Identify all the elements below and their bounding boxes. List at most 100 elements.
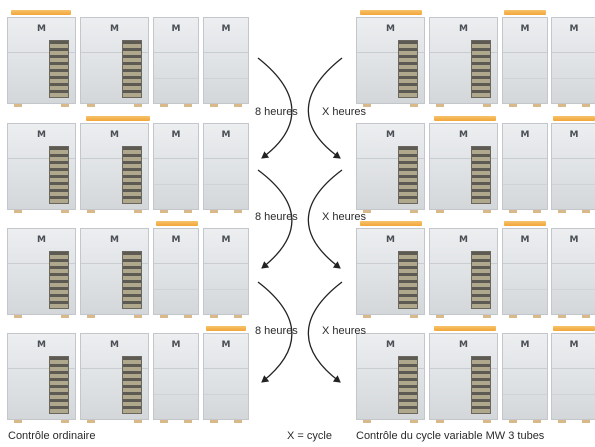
right-arrows: [307, 57, 343, 383]
unit-grille: [122, 40, 142, 98]
brand-logo: M: [520, 235, 530, 245]
brand-logo: M: [37, 130, 46, 140]
brand-logo: M: [171, 340, 181, 350]
brand-logo: M: [569, 130, 579, 140]
active-indicator: [86, 116, 150, 121]
outdoor-unit: M: [203, 17, 249, 107]
brand-logo: M: [520, 130, 530, 140]
right-arrow: [307, 281, 343, 383]
x-note: X = cycle: [287, 430, 332, 442]
unit-grille: [49, 40, 69, 98]
outdoor-unit: M: [502, 17, 548, 107]
outdoor-unit: M: [502, 333, 548, 423]
brand-logo: M: [221, 340, 231, 350]
left-arrow: [257, 169, 293, 269]
brand-logo: M: [569, 24, 579, 34]
outdoor-unit: M: [203, 123, 249, 213]
active-indicator: [504, 10, 546, 15]
outdoor-unit: M: [7, 123, 76, 213]
unit-grille: [398, 251, 418, 309]
outdoor-unit: M: [80, 228, 149, 318]
outdoor-unit: M: [153, 123, 199, 213]
right-arrow: [307, 169, 343, 269]
brand-logo: M: [221, 130, 231, 140]
brand-logo: M: [37, 235, 46, 245]
brand-logo: M: [221, 24, 231, 34]
active-indicator: [360, 10, 422, 15]
active-indicator: [156, 221, 198, 226]
brand-logo: M: [569, 235, 579, 245]
outdoor-unit: M: [356, 123, 425, 213]
unit-grille: [398, 40, 418, 98]
brand-logo: M: [386, 340, 395, 350]
right-step-label: X heures: [322, 325, 367, 337]
brand-logo: M: [37, 340, 46, 350]
left-step-label: 8 heures: [255, 211, 298, 223]
brand-logo: M: [171, 24, 181, 34]
outdoor-unit: M: [80, 123, 149, 213]
outdoor-unit: M: [80, 17, 149, 107]
outdoor-unit: M: [551, 17, 595, 107]
brand-logo: M: [459, 235, 468, 245]
left-step-label: 8 heures: [255, 325, 298, 337]
unit-grille: [471, 146, 491, 204]
outdoor-unit: M: [551, 123, 595, 213]
brand-logo: M: [386, 235, 395, 245]
brand-logo: M: [459, 24, 468, 34]
brand-logo: M: [569, 340, 579, 350]
unit-grille: [122, 356, 142, 414]
active-indicator: [434, 326, 496, 331]
outdoor-unit: M: [551, 228, 595, 318]
unit-grille: [398, 146, 418, 204]
outdoor-unit: M: [429, 228, 498, 318]
brand-logo: M: [171, 235, 181, 245]
brand-logo: M: [37, 24, 46, 34]
outdoor-unit: M: [356, 333, 425, 423]
outdoor-unit: M: [429, 17, 498, 107]
right-caption: Contrôle du cycle variable MW 3 tubes: [356, 430, 545, 442]
active-indicator: [504, 221, 546, 226]
unit-grille: [471, 40, 491, 98]
active-indicator: [360, 221, 422, 226]
left-step-label: 8 heures: [255, 106, 298, 118]
unit-grille: [398, 356, 418, 414]
unit-grille: [49, 146, 69, 204]
outdoor-unit: M: [203, 228, 249, 318]
outdoor-unit: M: [502, 123, 548, 213]
outdoor-unit: M: [429, 123, 498, 213]
unit-grille: [49, 251, 69, 309]
outdoor-unit: M: [502, 228, 548, 318]
outdoor-unit: M: [153, 17, 199, 107]
brand-logo: M: [110, 130, 119, 140]
unit-grille: [49, 356, 69, 414]
outdoor-unit: M: [7, 228, 76, 318]
outdoor-unit: M: [7, 17, 76, 107]
outdoor-unit: M: [356, 228, 425, 318]
left-arrow: [257, 281, 293, 383]
left-arrows: [257, 57, 293, 383]
brand-logo: M: [459, 340, 468, 350]
outdoor-unit: M: [80, 333, 149, 423]
brand-logo: M: [520, 24, 530, 34]
brand-logo: M: [110, 24, 119, 34]
outdoor-unit: M: [429, 333, 498, 423]
active-indicator: [434, 116, 496, 121]
unit-grille: [471, 356, 491, 414]
outdoor-unit: M: [551, 333, 595, 423]
active-indicator: [553, 326, 595, 331]
unit-grille: [122, 251, 142, 309]
right-step-label: X heures: [322, 211, 367, 223]
brand-logo: M: [459, 130, 468, 140]
brand-logo: M: [520, 340, 530, 350]
left-caption: Contrôle ordinaire: [8, 430, 96, 442]
brand-logo: M: [171, 130, 181, 140]
outdoor-unit: M: [7, 333, 76, 423]
right-step-label: X heures: [322, 106, 367, 118]
unit-grille: [471, 251, 491, 309]
brand-logo: M: [110, 340, 119, 350]
brand-logo: M: [221, 235, 231, 245]
brand-logo: M: [386, 130, 395, 140]
outdoor-unit: M: [153, 333, 199, 423]
active-indicator: [553, 116, 595, 121]
